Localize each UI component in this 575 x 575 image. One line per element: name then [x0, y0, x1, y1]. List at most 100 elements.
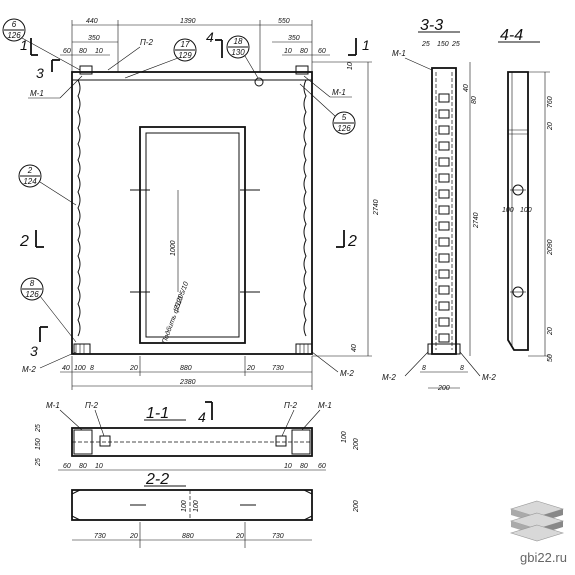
s44-50: 50: [547, 354, 554, 362]
callout-8-num: 8: [30, 279, 35, 288]
section-1-1: 1-1 4 М-1 П-2 П-2 М-1 25 150 25 60 80 10…: [35, 401, 360, 471]
callouts: 6 126 17 129 18 130 5 126 2 124 8 126: [2, 18, 356, 343]
layered-blocks-logo: [509, 500, 565, 542]
section-2-right: 2: [347, 233, 357, 250]
mark-p2-top: П-2: [140, 38, 153, 47]
mark-m2-s33-left: М-2: [382, 373, 396, 382]
mark-p2-s11-right: П-2: [284, 401, 297, 410]
s33-25a: 25: [421, 41, 430, 48]
s22-20b: 20: [235, 533, 244, 540]
section-4-top: 4: [206, 29, 214, 45]
top-sub-left-80: 80: [79, 48, 87, 55]
section-3-bottom: 3: [30, 343, 38, 359]
watermark-text: gbi22.ru: [520, 550, 567, 565]
bot-20a: 20: [129, 365, 138, 372]
top-sub-right-60: 60: [318, 48, 326, 55]
front-right-dims: 2740 10 40 1000 2120 Подбить ф510 5/10: [160, 61, 380, 357]
callout-18-num: 18: [234, 37, 243, 46]
section-4-mark: 4: [198, 409, 206, 425]
mark-m1-s11-left: М-1: [46, 401, 60, 410]
bot-8: 8: [90, 365, 94, 372]
callout-6-num: 6: [12, 20, 17, 29]
bot-730: 730: [272, 365, 284, 372]
mark-p2-s11-left: П-2: [85, 401, 98, 410]
mark-m2-right: М-2: [340, 369, 354, 378]
s33-ribs: [438, 93, 450, 343]
front-marks: П-2 М-1 М-1 М-2 М-2: [22, 38, 354, 378]
top-sub-left-60: 60: [63, 48, 71, 55]
section-33-title: 3-3: [420, 17, 443, 34]
s22-100a: 100: [181, 500, 188, 512]
mark-m1-right: М-1: [332, 88, 346, 97]
callout-6-sheet: 126: [7, 31, 21, 40]
section-2-2: 2-2 100 100 200 730 20 880 20 730: [71, 471, 360, 548]
s44-20b: 20: [547, 327, 554, 336]
s33-bot-200: 200: [437, 385, 450, 392]
opening-note: Подбить ф510 5/10: [160, 281, 190, 345]
section-22-title: 2-2: [145, 471, 169, 488]
bot-100: 100: [74, 365, 86, 372]
opening-1000: 1000: [170, 240, 177, 256]
mark-m1-s33: М-1: [392, 49, 406, 58]
s11-25b: 25: [35, 458, 42, 467]
total-2380: 2380: [179, 379, 196, 386]
section-1-left: 1: [20, 37, 28, 53]
s33-height: 2740: [473, 212, 480, 229]
mark-m2-s33-right: М-2: [482, 373, 496, 382]
mark-m1-left: М-1: [30, 89, 44, 98]
bot-880: 880: [180, 365, 192, 372]
s44-100a: 100: [502, 207, 514, 214]
s11-25a: 25: [35, 424, 42, 433]
section-1-right: 1: [362, 37, 370, 53]
s33-bot-8b: 8: [460, 365, 464, 372]
callout-18-sheet: 130: [231, 48, 245, 57]
section-11-title: 1-1: [146, 405, 169, 422]
site-watermark: gbi22.ru: [487, 499, 567, 565]
top-sub-right-10: 10: [284, 48, 292, 55]
s11-10r: 10: [284, 463, 292, 470]
top-dimensions: 440 1390 550 350 350 60 80 10 10 80 60: [60, 18, 330, 72]
top-sub-left-350: 350: [88, 35, 100, 42]
section-44-title: 4-4: [500, 27, 523, 44]
section-2-left: 2: [19, 233, 29, 250]
s22-100b: 100: [193, 500, 200, 512]
s22-880: 880: [182, 533, 194, 540]
s11-200: 200: [353, 438, 360, 451]
top-sub-left-10: 10: [95, 48, 103, 55]
section-3-3: 3-3 25 150 25 М-1 2740 4: [382, 17, 496, 392]
front-right-40: 40: [351, 344, 358, 352]
bot-40: 40: [62, 365, 70, 372]
front-height: 2740: [373, 199, 380, 216]
top-sub-right-80: 80: [300, 48, 308, 55]
callout-2-num: 2: [27, 166, 33, 175]
s11-150: 150: [35, 438, 42, 450]
bot-20b: 20: [246, 365, 255, 372]
s11-80: 80: [79, 463, 87, 470]
s33-150: 150: [437, 41, 449, 48]
mark-m2-left: М-2: [22, 365, 36, 374]
top-dim-mid: 1390: [180, 18, 196, 25]
section-4-4: 4-4 760 20 100 100 2090 20 50: [498, 27, 554, 362]
s11-60r: 60: [318, 463, 326, 470]
callout-2-sheet: 124: [23, 177, 37, 186]
s11-10: 10: [95, 463, 103, 470]
s44-760: 760: [547, 96, 554, 108]
front-bottom-dims: 40 100 8 20 880 20 730 2380: [60, 356, 313, 390]
s22-20a: 20: [129, 533, 138, 540]
s33-bot-8a: 8: [422, 365, 426, 372]
front-view: [71, 65, 313, 355]
s33-80: 80: [471, 96, 478, 104]
s44-20a: 20: [547, 122, 554, 131]
callout-5-num: 5: [342, 113, 347, 122]
section-markers: 1 1 4 3 2 2 3: [19, 29, 370, 359]
s11-60: 60: [63, 463, 71, 470]
callout-17-sheet: 129: [178, 51, 192, 60]
front-right-10: 10: [347, 62, 354, 70]
callout-5-sheet: 126: [337, 124, 351, 133]
section-3-top: 3: [36, 65, 44, 81]
s22-730a: 730: [94, 533, 106, 540]
top-dim-right: 550: [278, 18, 290, 25]
callout-8-sheet: 126: [25, 290, 39, 299]
callout-17-num: 17: [181, 40, 190, 49]
